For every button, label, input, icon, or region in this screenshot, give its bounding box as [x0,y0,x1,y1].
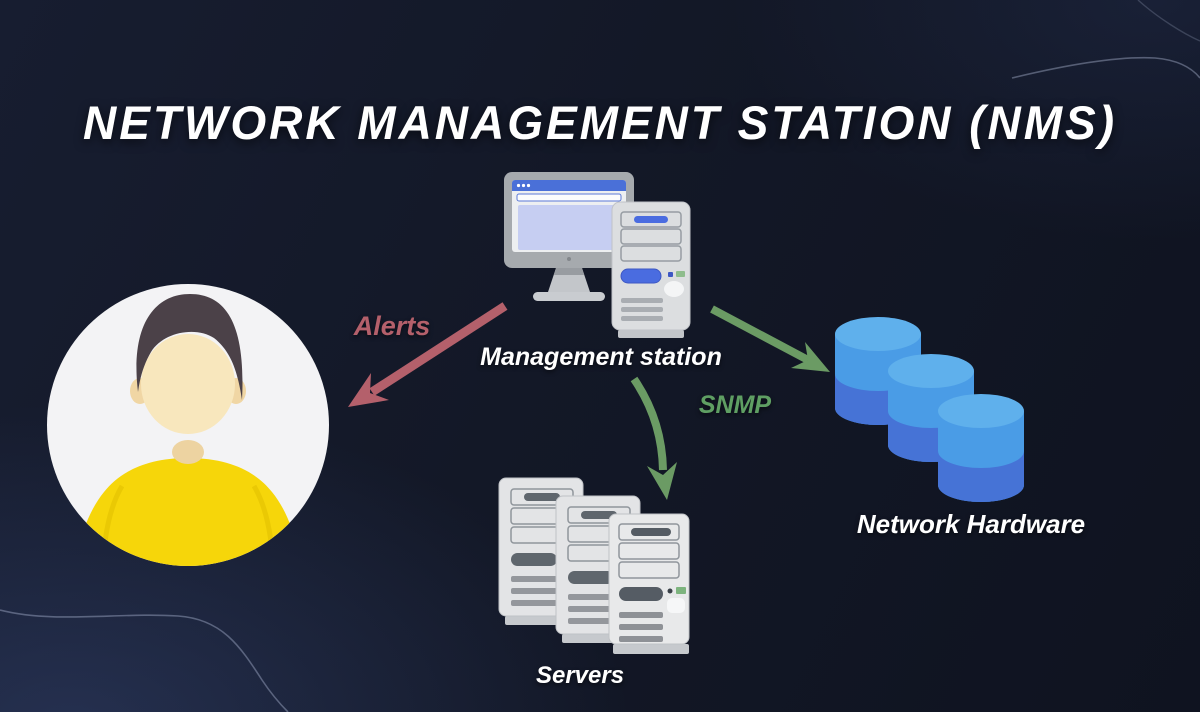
servers-label: Servers [535,662,625,689]
management-station-icon [504,172,691,338]
person-avatar-icon [47,284,329,566]
network-hardware-label: Network Hardware [856,509,1086,539]
page-title: NETWORK MANAGEMENT STATION (NMS) [83,96,1117,150]
snmp-right-arrow [710,305,830,372]
management-station-label: Management station [480,343,722,371]
alerts-arrow [348,302,508,407]
alerts-edge-label: Alerts [353,311,431,341]
background-curve-top-right [1011,0,1200,79]
snmp-edge-label: SNMP [698,391,772,419]
network-hardware-icon [835,317,1024,502]
background-curve-bottom-left [0,609,289,712]
servers-icon [498,477,690,654]
snmp-down-arrow [630,376,677,500]
